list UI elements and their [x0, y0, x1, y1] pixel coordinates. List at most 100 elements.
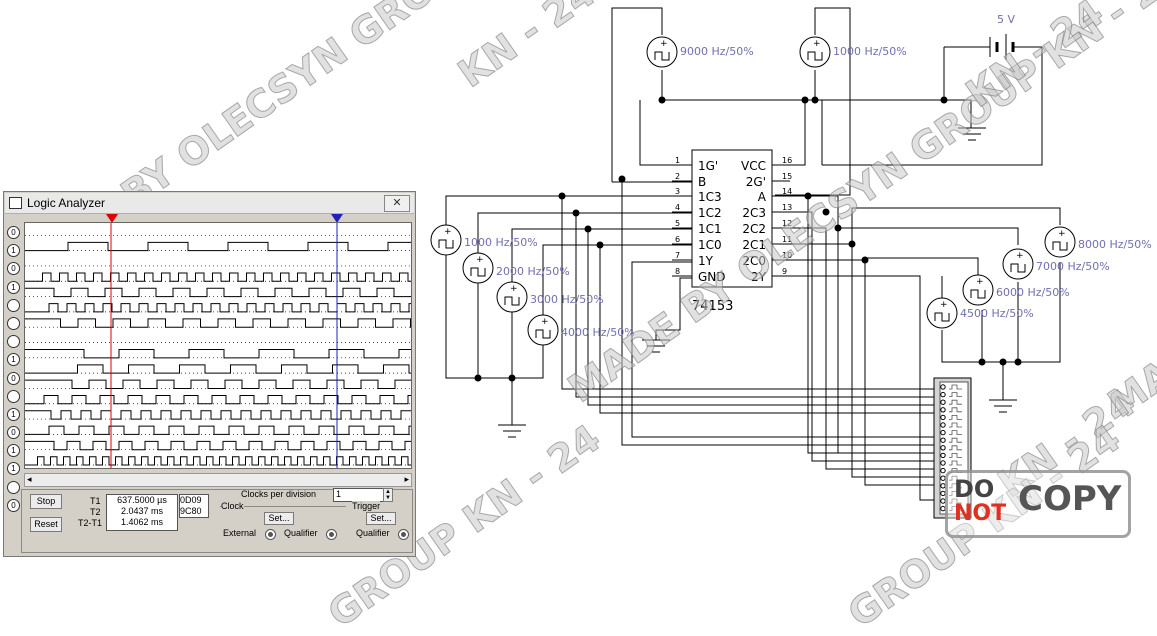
probe-pin[interactable] — [940, 467, 946, 474]
function-generator[interactable]: + — [962, 274, 994, 306]
channel-indicator: 1 — [7, 280, 20, 294]
probe-pin[interactable] — [940, 445, 946, 451]
right-pin-number: 13 — [782, 203, 792, 212]
right-pin-name: 2Y — [751, 270, 767, 284]
svg-text:+: + — [1016, 251, 1024, 261]
horizontal-scrollbar[interactable]: ◂ ▸ — [24, 473, 412, 487]
right-pin-number: 15 — [782, 172, 792, 181]
cursor-1-marker[interactable] — [106, 214, 118, 223]
function-generator[interactable]: + — [462, 252, 494, 284]
hex-readout-box: 0D09 9C80 — [179, 494, 209, 518]
clock-set-button[interactable]: Set... — [264, 512, 294, 525]
right-pin-number: 12 — [782, 219, 792, 228]
function-generator[interactable]: + — [1002, 248, 1034, 280]
channel-waveform — [25, 318, 411, 328]
trigger-qualifier-radio[interactable] — [398, 529, 409, 540]
right-pin-number: 16 — [782, 156, 792, 165]
t2-label: T2 — [90, 507, 101, 517]
probe-pin[interactable] — [940, 384, 946, 390]
channel-indicator: 0 — [7, 371, 20, 385]
function-generator[interactable]: + — [1044, 226, 1076, 258]
cursor-2-marker[interactable] — [331, 214, 343, 223]
function-generator[interactable]: + — [926, 297, 958, 329]
source-frequency-label: 9000 Hz/50% — [680, 45, 754, 58]
right-pin-name: VCC — [741, 159, 766, 173]
stamp-not: NOT — [954, 501, 1007, 526]
source-frequency-label: 4500 Hz/50% — [960, 307, 1034, 320]
channel-waveform — [25, 241, 411, 252]
channel-waveform — [25, 394, 411, 405]
clock-qualifier-label: Qualifier — [284, 528, 318, 538]
t1-label: T1 — [90, 496, 101, 506]
probe-pin[interactable] — [940, 407, 946, 413]
clock-qualifier-radio[interactable] — [326, 529, 337, 540]
supply-label: 5 V — [997, 13, 1015, 26]
left-pin-name: 1Y — [698, 254, 714, 268]
function-generator[interactable]: + — [496, 281, 528, 313]
trigger-set-button[interactable]: Set... — [366, 512, 396, 525]
probe-pin[interactable] — [940, 414, 946, 421]
scroll-right-arrow[interactable]: ▸ — [404, 474, 409, 484]
right-pin-number: 14 — [782, 187, 792, 196]
stop-button[interactable]: Stop — [30, 494, 62, 509]
do-not-copy-stamp: DO NOT COPY — [945, 470, 1131, 538]
channel-indicator — [7, 316, 20, 330]
title-bar[interactable]: Logic Analyzer ✕ — [5, 193, 414, 214]
clocks-per-division-value: 1 — [336, 489, 342, 499]
function-generator[interactable]: + — [527, 314, 559, 346]
channel-indicator: 1 — [7, 244, 20, 258]
right-pin-name: 2C2 — [742, 222, 766, 236]
function-generator[interactable]: + — [430, 224, 462, 256]
left-pin-number: 5 — [675, 219, 680, 228]
left-pin-number: 2 — [675, 172, 680, 181]
right-pin-number: 10 — [782, 251, 792, 260]
probe-pin[interactable] — [940, 437, 946, 443]
channel-waveform — [25, 425, 411, 435]
waveform-display[interactable] — [24, 222, 412, 469]
probe-pin[interactable] — [940, 460, 946, 466]
left-pin-number: 7 — [675, 251, 680, 260]
source-frequency-label: 8000 Hz/50% — [1078, 238, 1152, 251]
clocks-spinner[interactable]: ▲▼ — [383, 488, 393, 502]
probe-pin[interactable] — [940, 422, 946, 428]
battery-symbol — [989, 34, 1020, 60]
channel-waveform — [25, 272, 411, 282]
logic-analyzer-probe-connector[interactable] — [933, 377, 972, 519]
control-panel: Stop Reset T1 T2 T2-T1 637.5000 µs 2.043… — [21, 488, 413, 553]
reset-button[interactable]: Reset — [30, 517, 62, 532]
chip-74153[interactable] — [691, 149, 773, 288]
right-pin-name: 2C1 — [742, 238, 766, 252]
probe-pin[interactable] — [940, 452, 946, 459]
probe-pin[interactable] — [940, 391, 946, 398]
t2t1-label: T2-T1 — [78, 518, 103, 528]
probe-pin[interactable] — [940, 399, 946, 405]
channel-waveform — [25, 303, 411, 313]
external-radio[interactable] — [265, 529, 276, 540]
function-generator[interactable]: + — [799, 36, 831, 68]
clock-group-label: Clock — [221, 501, 244, 511]
left-pin-name: B — [698, 175, 706, 189]
scroll-left-arrow[interactable]: ◂ — [27, 474, 32, 484]
left-pin-number: 8 — [675, 267, 680, 276]
right-pin-number: 9 — [782, 267, 787, 276]
source-frequency-label: 2000 Hz/50% — [496, 265, 570, 278]
channel-indicator: 0 — [7, 226, 20, 239]
function-generator[interactable]: + — [646, 36, 678, 68]
source-frequency-label: 1000 Hz/50% — [833, 45, 907, 58]
left-pin-name: 1C0 — [698, 238, 722, 252]
external-label: External — [223, 528, 257, 538]
probe-pin[interactable] — [940, 429, 946, 436]
stamp-do: DO — [954, 475, 995, 503]
trigger-qualifier-label: Qualifier — [356, 528, 390, 538]
channel-indicator: 0 — [7, 426, 20, 440]
svg-text:+: + — [510, 284, 518, 294]
clocks-per-division-input[interactable]: 1 — [333, 488, 385, 502]
channel-indicator — [7, 480, 20, 494]
left-pin-name: GND — [698, 270, 726, 284]
channel-indicator: 1 — [7, 444, 20, 458]
close-button[interactable]: ✕ — [384, 195, 410, 212]
chip-name: 74153 — [692, 299, 733, 314]
